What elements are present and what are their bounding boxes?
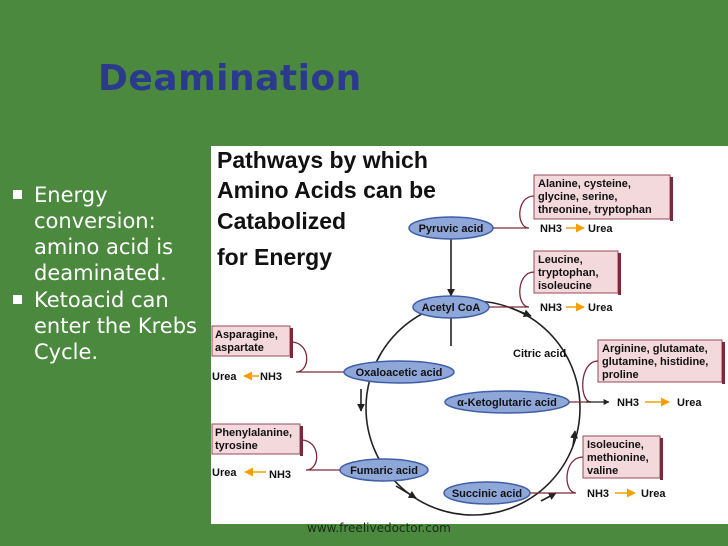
footer-url: www.freelivedoctor.com (307, 521, 451, 535)
nh3-label: NH3 (587, 488, 609, 500)
amino-group-line: valine (587, 465, 618, 477)
cycle-arrow (540, 492, 557, 502)
bullet-square-icon (13, 190, 22, 199)
box-shadow (670, 177, 673, 221)
pyruvic-acid-label: Pyruvic acid (419, 223, 484, 235)
urea-label: Urea (588, 223, 613, 235)
acetyl-coa-label: Acetyl CoA (422, 302, 481, 314)
amino-group-line: methionine, (587, 452, 649, 464)
urea-label: Urea (212, 467, 237, 479)
nh3-label: NH3 (269, 469, 291, 481)
connector (569, 360, 599, 403)
bullet-square-icon (13, 295, 22, 304)
amino-group-box (597, 339, 723, 383)
amino-group-line: tryptophan, (538, 267, 599, 279)
nh3-label: NH3 (617, 397, 639, 409)
box-shadow (300, 426, 303, 456)
amino-group-line: proline (602, 369, 639, 381)
urea-label: Urea (677, 397, 702, 409)
diagram-heading-line: Catabolized (217, 208, 346, 234)
diagram-heading-line: Amino Acids can be (217, 177, 436, 203)
connector (300, 439, 340, 471)
amino-group-box (533, 250, 619, 294)
amino-group-line: tyrosine (215, 440, 258, 452)
amino-group-line: aspartate (215, 342, 264, 354)
diagram-heading-line: for Energy (217, 244, 332, 270)
bullet-list: Energy conversion: amino acid is deamina… (10, 182, 210, 366)
amino-group-line: isoleucine (538, 280, 592, 292)
bullet-text: Energy conversion: amino acid is deamina… (34, 183, 174, 285)
amino-group-line: glutamine, histidine, (602, 356, 708, 368)
amino-group-line: glycine, serine, (538, 191, 617, 203)
diagram-panel: Pathways by which Amino Acids can be Cat… (211, 146, 728, 524)
cycle-arrow (570, 430, 579, 447)
ketoglutaric-acid-label: α-Ketoglutaric acid (457, 397, 557, 409)
amino-acid-pathway-diagram: Pathways by which Amino Acids can be Cat… (211, 147, 725, 516)
urea-label: Urea (212, 371, 237, 383)
nh3-label: NH3 (540, 223, 562, 235)
amino-group-line: Alanine, cysteine, (538, 178, 631, 190)
fumaric-acid-label: Fumaric acid (350, 465, 418, 477)
amino-group-line: Leucine, (538, 254, 583, 266)
bullet-item: Energy conversion: amino acid is deamina… (10, 182, 210, 286)
connector (489, 271, 535, 308)
amino-group-line: threonine, tryptophan (538, 204, 652, 216)
amino-group-line: Arginine, glutamate, (602, 343, 708, 355)
urea-label: Urea (641, 488, 666, 500)
amino-group-line: Isoleucine, (587, 439, 644, 451)
box-shadow (290, 328, 293, 358)
connector (530, 456, 584, 494)
connector (493, 195, 535, 229)
connector (290, 341, 344, 373)
amino-group-box (211, 423, 301, 455)
amino-group-box (582, 435, 661, 479)
box-shadow (722, 342, 725, 384)
bullet-item: Ketoacid can enter the Krebs Cycle. (10, 287, 210, 365)
oxaloacetic-acid-label: Oxaloacetic acid (356, 367, 443, 379)
amino-group-line: Asparagine, (215, 329, 278, 341)
amino-group-box (533, 174, 671, 220)
box-shadow (618, 253, 621, 295)
slide-title: Deamination (98, 58, 362, 99)
nh3-label: NH3 (540, 302, 562, 314)
amino-group-line: Phenylalanine, (215, 427, 292, 439)
cycle-arrow (395, 485, 417, 499)
nh3-label: NH3 (260, 371, 282, 383)
citric-acid-label: Citric acid (513, 348, 566, 360)
box-shadow (660, 438, 663, 480)
succinic-acid-label: Succinic acid (452, 488, 522, 500)
urea-label: Urea (588, 302, 613, 314)
diagram-heading-line: Pathways by which (217, 147, 428, 173)
bullet-text: Ketoacid can enter the Krebs Cycle. (34, 288, 197, 364)
cycle-arrow (510, 307, 532, 318)
